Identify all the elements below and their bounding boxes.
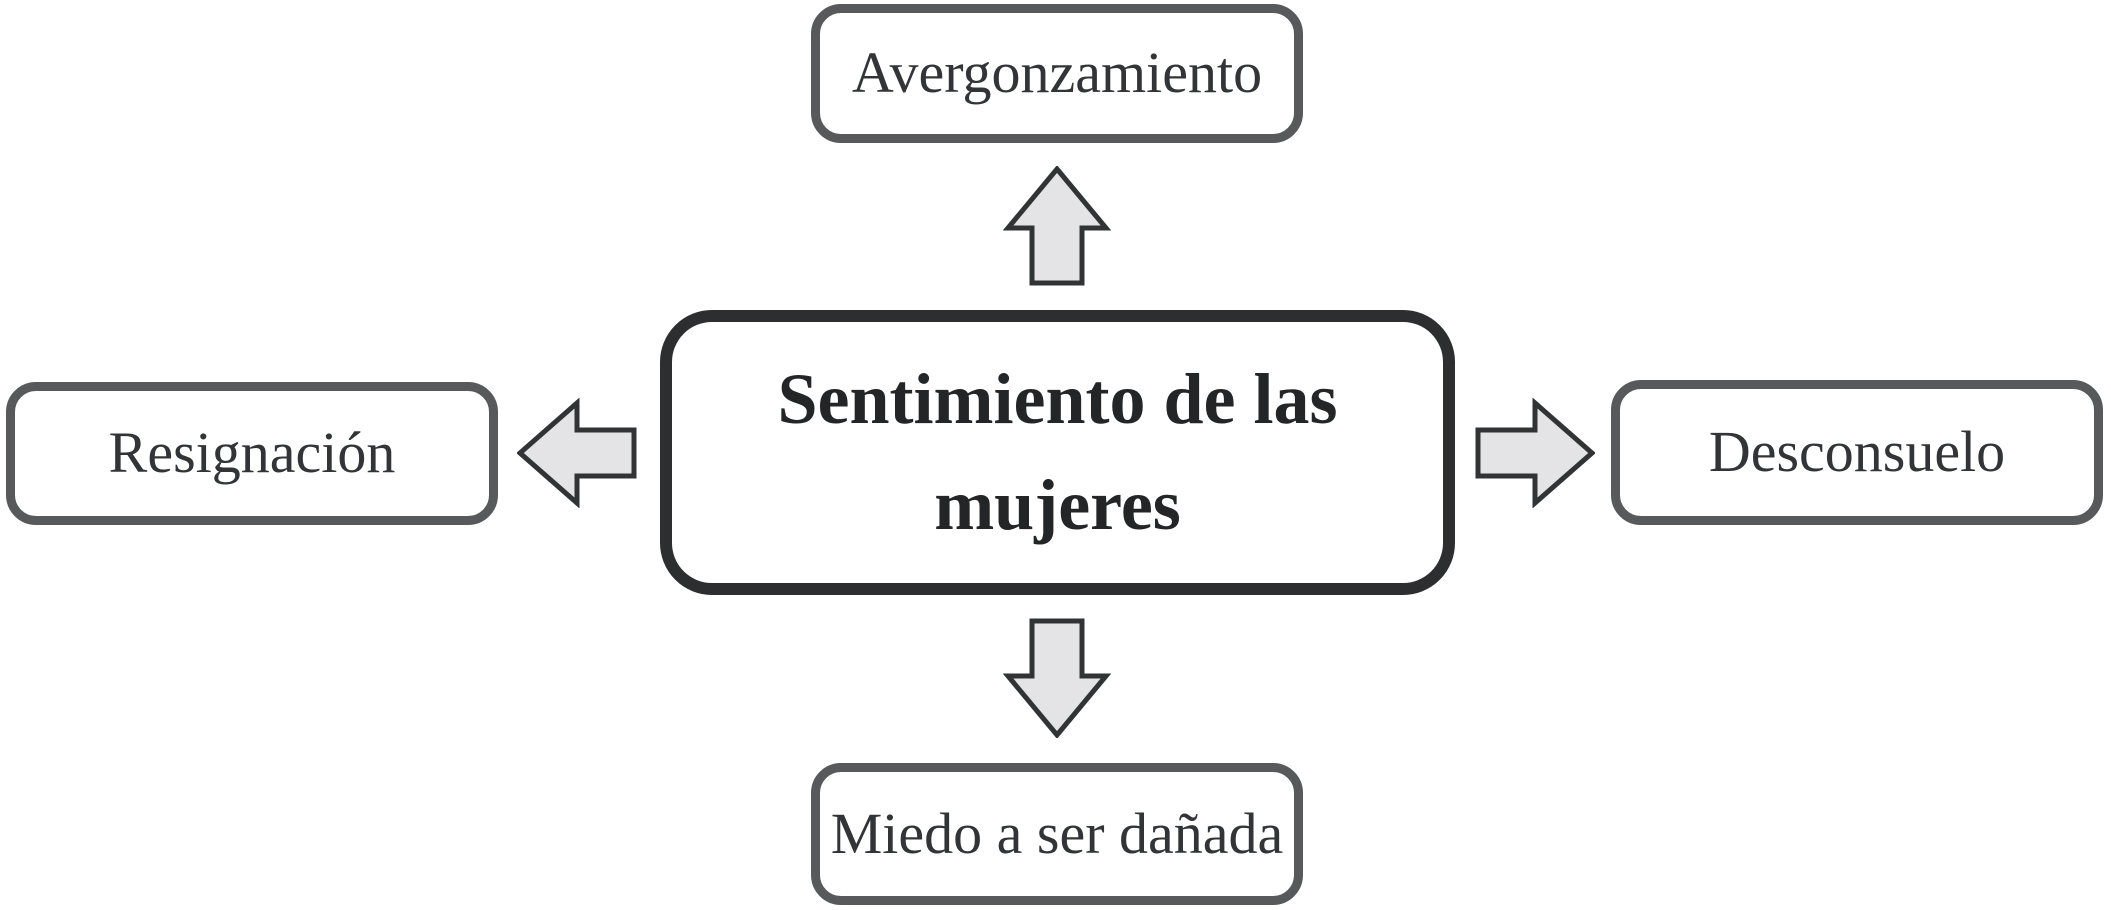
block-arrow-left-icon (516, 397, 637, 509)
block-arrow-right-icon (1475, 397, 1596, 509)
node-resignacion-label: Resignación (108, 420, 396, 486)
node-resignacion: Resignación (6, 382, 498, 525)
node-miedo-label: Miedo a ser dañada (830, 800, 1284, 866)
node-desconsuelo-label: Desconsuelo (1708, 419, 2006, 485)
node-avergonzamiento: Avergonzamiento (811, 4, 1303, 143)
node-avergonzamiento-label: Avergonzamiento (851, 40, 1263, 106)
block-arrow-down-icon (1002, 618, 1112, 739)
node-miedo-a-ser-danada: Miedo a ser dañada (811, 763, 1303, 905)
node-sentimiento-de-las-mujeres: Sentimiento de las mujeres (660, 310, 1455, 595)
node-desconsuelo: Desconsuelo (1611, 380, 2103, 525)
node-sentimiento-label: Sentimiento de las mujeres (777, 359, 1338, 545)
block-arrow-up-icon (1002, 165, 1112, 286)
